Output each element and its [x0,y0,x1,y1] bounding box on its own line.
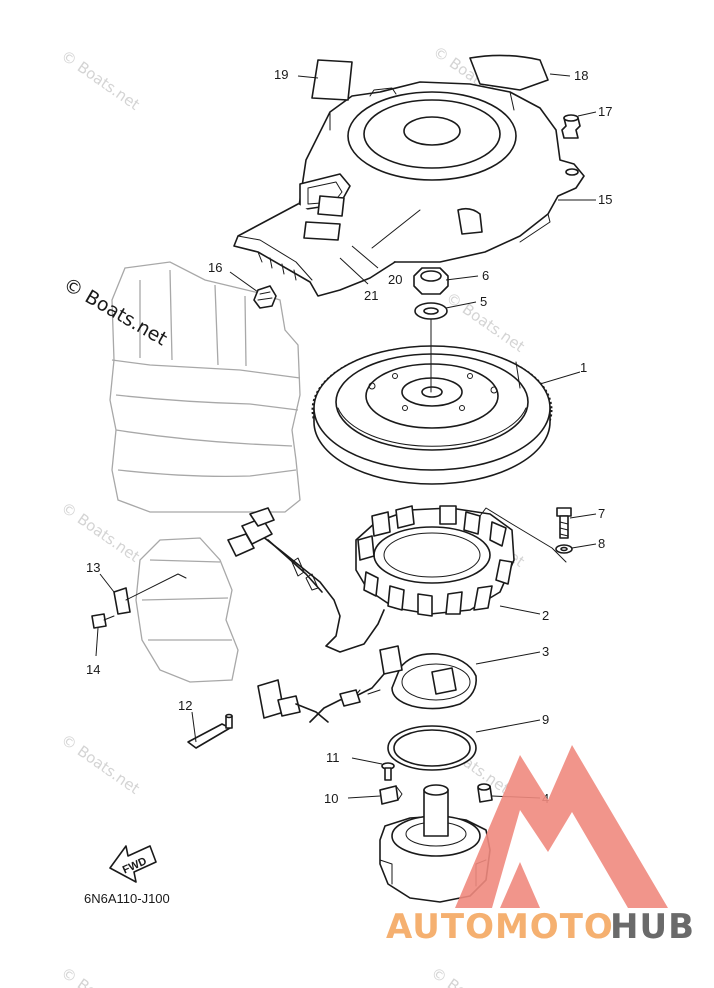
stator-bolt [556,507,572,539]
flywheel-magnet [311,318,553,485]
watermark: © Boats.net [58,499,143,566]
callout-8: 8 [598,536,605,551]
retaining-ring [387,725,477,771]
logo-triangle-icon [455,745,668,908]
flywheel-cover [233,54,585,297]
leader-lines [95,73,597,799]
crankshaft-base [379,784,491,903]
callout-17: 17 [598,104,612,119]
watermark: © Boats.net [428,964,513,988]
clamp-screw [91,613,115,629]
callout-10: 10 [324,791,338,806]
callout-11: 11 [326,750,340,765]
base-screw [381,762,395,781]
grommet-small [253,285,277,309]
callout-20: 20 [388,272,402,287]
callout-3: 3 [542,644,549,659]
cable-clamp [113,573,187,615]
callout-2: 2 [542,608,549,623]
fwd-arrow-icon: FWD [109,845,157,883]
lead-clamp [379,785,403,805]
diagram-code: 6N6A110-J100 [84,891,170,906]
flywheel-nut [413,267,449,295]
callout-13: 13 [86,560,100,575]
callout-6: 6 [482,268,489,283]
automotohub-logo: AUTOMOTO HUB [386,745,695,947]
logo-text-hub: HUB [610,907,695,947]
watermark: © Boats.net [58,47,143,114]
callout-18: 18 [574,68,588,83]
logo-text-automoto: AUTOMOTO [386,907,614,947]
callout-15: 15 [598,192,612,207]
stay-plate [187,713,233,749]
callouts: 1 2 3 4 5 6 7 8 9 10 11 12 13 14 15 16 1… [86,67,612,806]
flywheel-washer [414,302,448,320]
stator-coil [355,505,567,617]
stator-harness [227,507,385,653]
callout-9: 9 [542,712,549,727]
callout-14: 14 [86,662,100,677]
stator-washer [555,544,573,554]
callout-1: 1 [580,360,587,375]
callout-7: 7 [598,506,605,521]
callout-5: 5 [480,294,487,309]
logo-triangle-inner [500,862,540,908]
callout-21: 21 [364,288,378,303]
dowel-pin [477,783,493,803]
watermark: © Boats.net [58,964,143,988]
pulser-coil [257,645,477,723]
callout-12: 12 [178,698,192,713]
watermark: © Boats.net [58,731,143,798]
grommet [561,114,581,139]
callout-16: 16 [208,260,222,275]
callout-19: 19 [274,67,288,82]
copyright-label: © Boats.net [60,273,171,350]
